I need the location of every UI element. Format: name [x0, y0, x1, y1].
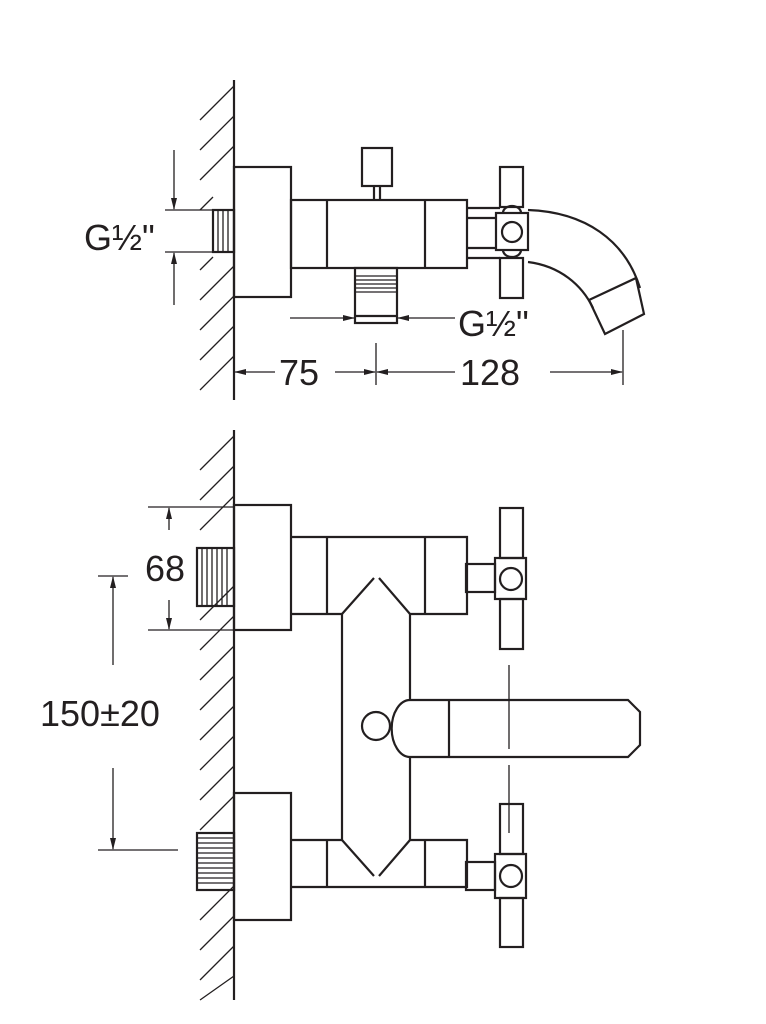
inlet-thread-label: G½" — [84, 217, 155, 258]
wall-plate — [232, 165, 293, 299]
upper-cross-handle — [464, 506, 528, 651]
outlet-connector — [353, 266, 399, 325]
cross-handle — [467, 165, 530, 300]
upper-body — [291, 535, 469, 616]
upper-inlet — [195, 546, 236, 608]
lower-cross-handle — [464, 802, 528, 949]
plate-height-dimension: 68 — [145, 506, 234, 631]
dim-128: 128 — [460, 352, 520, 393]
mixer-body — [289, 198, 469, 270]
inlet-spacing-dimension: 150±20 — [40, 575, 178, 851]
dim-150: 150±20 — [40, 693, 160, 734]
diverter-knob — [360, 146, 394, 200]
spout — [527, 208, 646, 336]
upper-wall-plate — [232, 503, 293, 632]
dim-68: 68 — [145, 548, 185, 589]
center-column — [340, 577, 412, 877]
inlet-thread-dimension: G½" — [84, 150, 213, 305]
length-dimensions: 75 128 — [234, 330, 624, 393]
lower-inlet — [195, 831, 236, 892]
wall-hatch — [199, 430, 236, 1001]
outlet-thread-label: G½" — [458, 303, 529, 344]
lower-wall-plate — [232, 791, 293, 922]
inlet-pipe — [211, 208, 236, 254]
lower-body — [291, 838, 469, 889]
dim-75: 75 — [279, 352, 319, 393]
wall-hatch — [199, 80, 236, 400]
top-view: G½" G½" 75 128 — [84, 80, 646, 400]
diverter-button — [360, 710, 392, 742]
outlet-thread-dimension: G½" — [290, 303, 529, 344]
front-view: 68 150±20 — [40, 430, 642, 1001]
lever-handle — [390, 698, 642, 759]
